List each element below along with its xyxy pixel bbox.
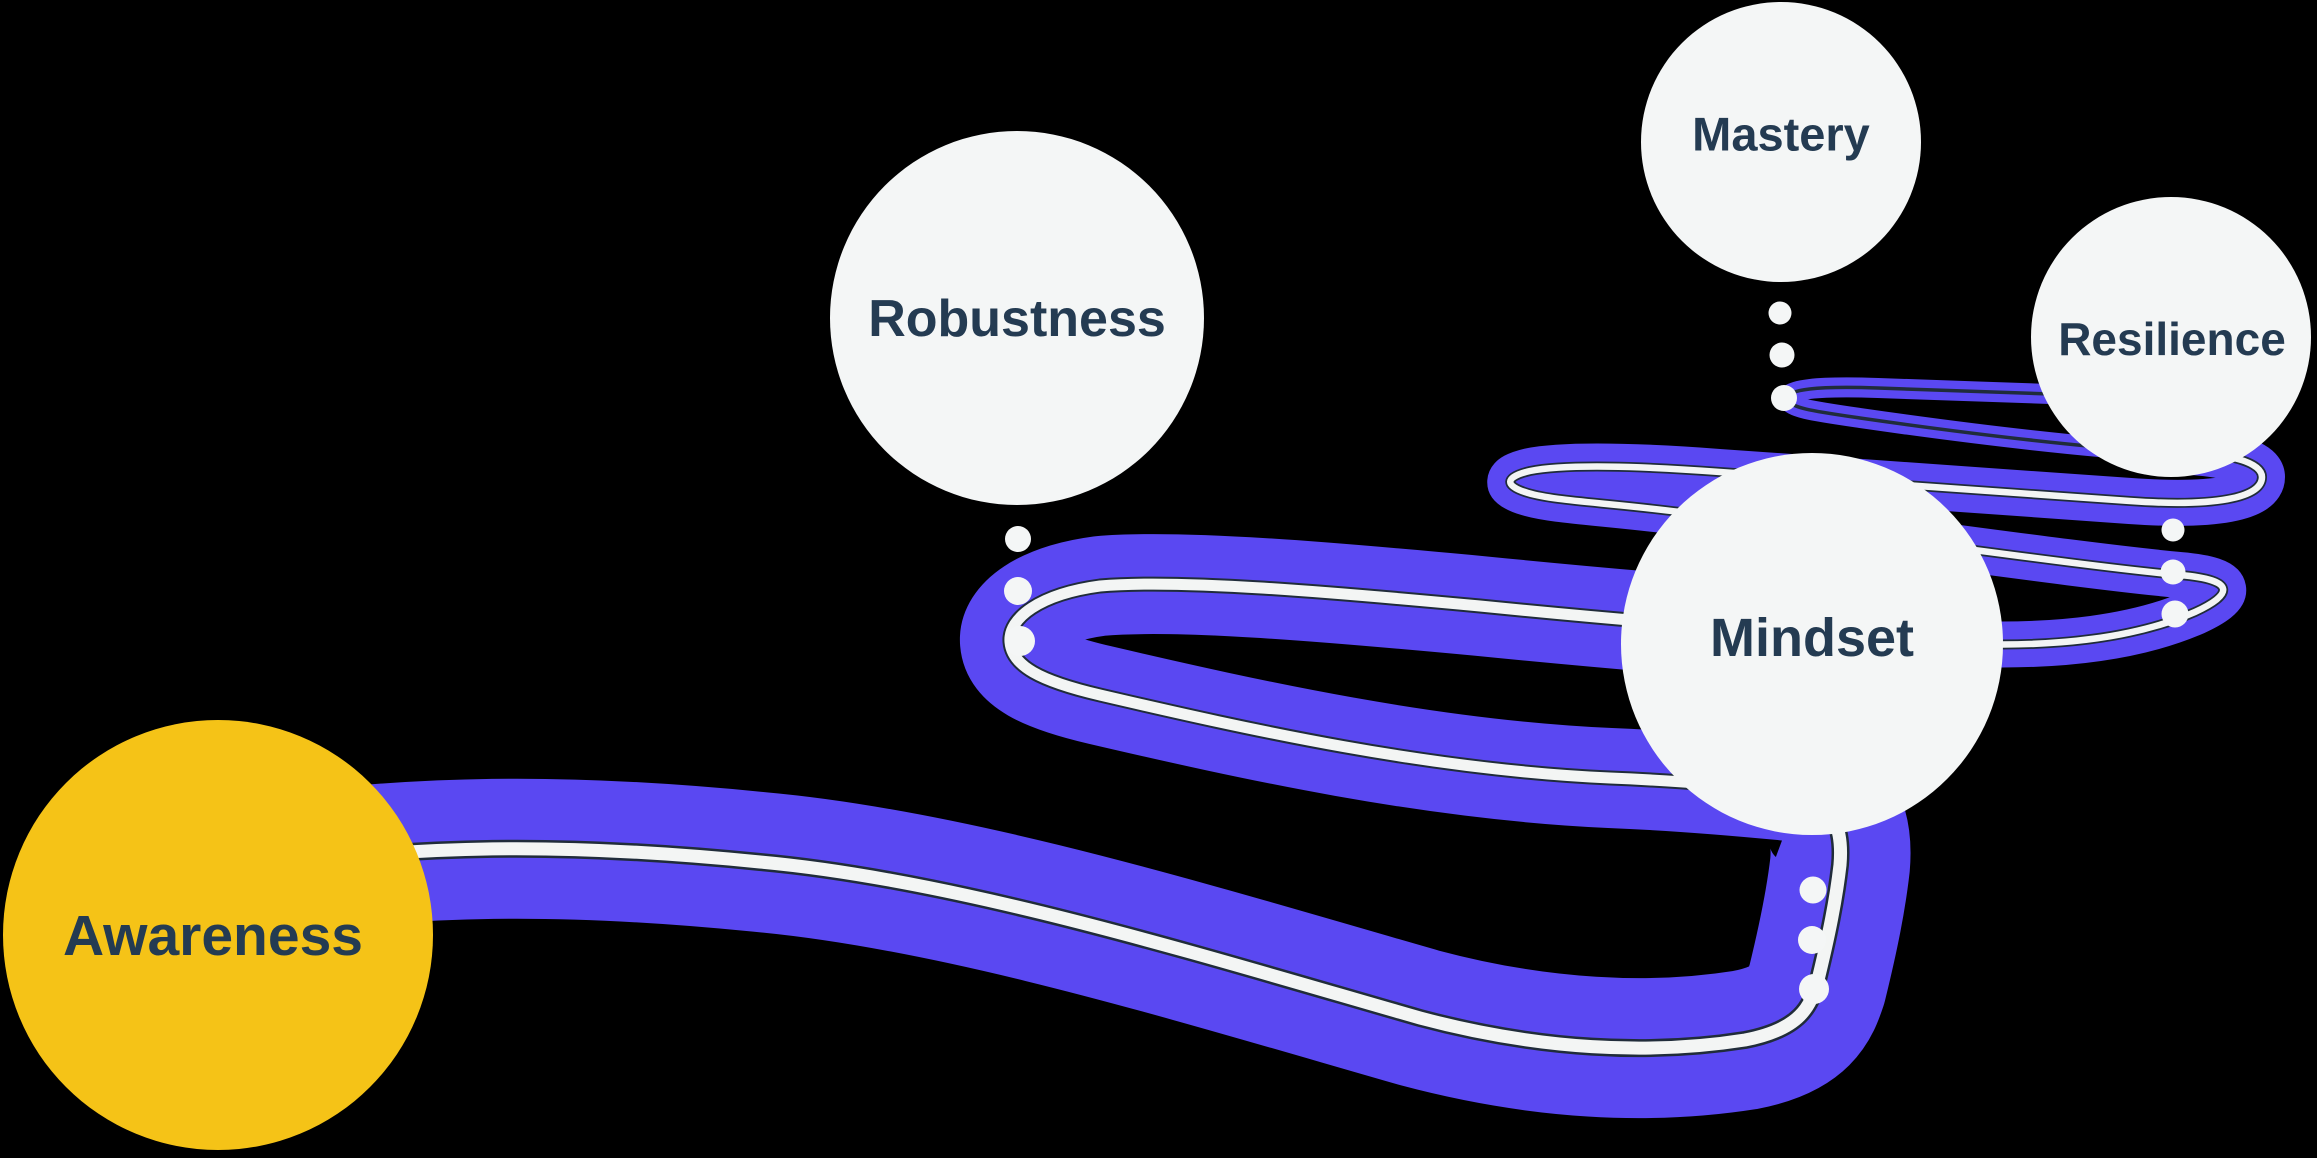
connector-dots-mindset (1798, 876, 1829, 1004)
milestone-label-awareness: Awareness (63, 904, 363, 968)
connector-dot (1769, 342, 1795, 368)
connector-dot (1799, 876, 1827, 904)
milestone-node-mindset (1621, 453, 2003, 835)
road-line-bottom (239, 785, 1848, 1055)
connector-dots-mastery (1768, 301, 1797, 411)
connector-dots-robustness (1004, 526, 1035, 656)
connector-dot (1798, 926, 1826, 954)
connector-dot (2160, 559, 2186, 585)
milestone-node-robustness (830, 131, 1204, 505)
connector-dot (2161, 600, 2189, 628)
connector-dot (1004, 577, 1032, 605)
connector-dots-resilience (2160, 518, 2189, 628)
milestone-label-mastery: Mastery (1692, 108, 1870, 161)
connector-dots (1004, 301, 2189, 1004)
connector-dot (1768, 301, 1792, 325)
milestone-node-resilience (2031, 197, 2311, 477)
milestone-label-mindset: Mindset (1710, 608, 1914, 668)
milestone-node-mastery (1641, 2, 1921, 282)
connector-dot (1005, 626, 1035, 656)
milestone-node-awareness (3, 720, 433, 1150)
road-line-upper-loop (1507, 446, 2266, 648)
milestone-labels: Awareness Robustness Mindset Mastery Res… (63, 108, 2286, 969)
milestone-nodes (830, 2, 2311, 835)
connector-dot (1799, 974, 1829, 1004)
milestone-label-resilience: Resilience (2058, 313, 2286, 365)
milestone-label-robustness: Robustness (868, 290, 1166, 348)
connector-dot (2161, 518, 2185, 542)
connector-dot (1005, 526, 1031, 552)
connector-dot (1771, 385, 1797, 411)
